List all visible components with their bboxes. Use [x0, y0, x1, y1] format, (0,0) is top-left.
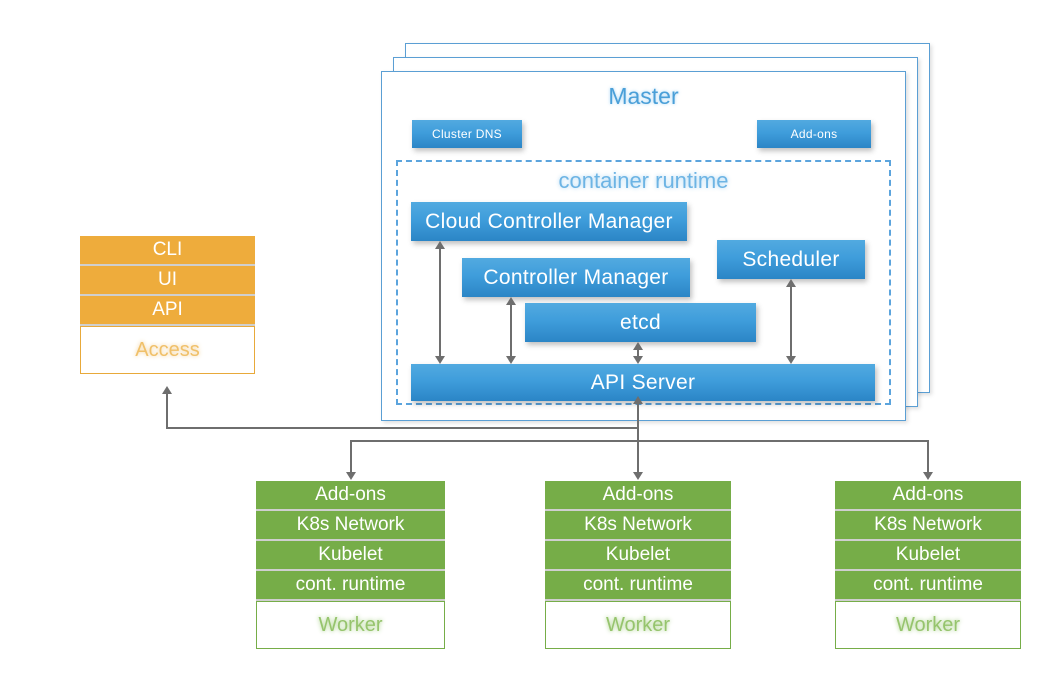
access-footer: Access	[80, 326, 255, 374]
access-footer-label: Access	[135, 338, 200, 361]
etcd-label: etcd	[620, 310, 661, 334]
worker3-footer-label: Worker	[895, 613, 961, 636]
connector-scheduler-api	[790, 287, 792, 357]
worker1-row-network[interactable]: K8s Network	[256, 511, 445, 541]
worker3-kubelet-label: Kubelet	[895, 544, 961, 565]
container-runtime-region	[396, 160, 891, 405]
worker-stack-3[interactable]: Add-ons K8s Network Kubelet cont. runtim…	[835, 481, 1021, 653]
connector-worker1-branch	[350, 440, 352, 473]
worker2-addons-label: Add-ons	[602, 484, 674, 505]
worker1-addons-label: Add-ons	[315, 484, 386, 505]
arrow-ccm-up	[435, 241, 445, 249]
worker2-row-runtime[interactable]: cont. runtime	[545, 571, 731, 601]
worker1-network-label: K8s Network	[296, 514, 405, 535]
connector-worker2-branch	[637, 440, 639, 473]
worker2-footer: Worker	[545, 601, 731, 649]
connector-cm-api	[510, 305, 512, 357]
worker1-footer: Worker	[256, 601, 445, 649]
worker1-kubelet-label: Kubelet	[318, 544, 383, 565]
connector-etcd-api	[637, 350, 639, 357]
worker2-network-label: K8s Network	[584, 514, 692, 535]
connector-api-drop	[637, 401, 639, 473]
worker3-addons-label: Add-ons	[892, 484, 964, 505]
arrow-worker2-down	[633, 472, 643, 480]
connector-ccm-api	[439, 249, 441, 357]
arrow-worker3-down	[923, 472, 933, 480]
arrow-cm-up	[506, 297, 516, 305]
worker2-footer-label: Worker	[605, 613, 671, 636]
container-runtime-label: container runtime	[558, 168, 729, 193]
worker3-network-label: K8s Network	[874, 514, 982, 535]
access-cli-label: CLI	[152, 239, 183, 260]
access-ui-label: UI	[158, 269, 177, 290]
worker3-footer: Worker	[835, 601, 1021, 649]
worker-stack-2[interactable]: Add-ons K8s Network Kubelet cont. runtim…	[545, 481, 731, 653]
access-row-cli[interactable]: CLI	[80, 236, 255, 266]
controller-manager-box[interactable]: Controller Manager	[462, 258, 690, 297]
worker2-kubelet-label: Kubelet	[605, 544, 671, 565]
scheduler-label: Scheduler	[742, 247, 840, 271]
arrow-scheduler-up	[786, 279, 796, 287]
arrow-access-up	[162, 386, 172, 394]
worker3-row-addons[interactable]: Add-ons	[835, 481, 1021, 511]
cloud-controller-manager-label: Cloud Controller Manager	[425, 209, 673, 233]
worker2-row-kubelet[interactable]: Kubelet	[545, 541, 731, 571]
bus-workers	[350, 440, 928, 442]
access-row-ui[interactable]: UI	[80, 266, 255, 296]
etcd-box[interactable]: etcd	[525, 303, 756, 342]
worker2-runtime-label: cont. runtime	[583, 574, 693, 595]
access-stack[interactable]: CLI UI API Access	[80, 236, 255, 386]
api-server-box[interactable]: API Server	[411, 364, 875, 401]
access-row-api[interactable]: API	[80, 296, 255, 326]
arrow-worker1-down	[346, 472, 356, 480]
worker1-runtime-label: cont. runtime	[295, 574, 406, 595]
bus-access	[166, 427, 639, 429]
arrow-api-bottom-up	[633, 396, 643, 404]
cloud-controller-manager-box[interactable]: Cloud Controller Manager	[411, 202, 687, 241]
master-addons-box[interactable]: Add-ons	[757, 120, 871, 148]
worker1-row-addons[interactable]: Add-ons	[256, 481, 445, 511]
worker1-row-runtime[interactable]: cont. runtime	[256, 571, 445, 601]
connector-access-riser	[166, 394, 168, 429]
worker3-row-kubelet[interactable]: Kubelet	[835, 541, 1021, 571]
scheduler-box[interactable]: Scheduler	[717, 240, 865, 279]
arrow-ccm-down	[435, 356, 445, 364]
api-server-label: API Server	[590, 370, 696, 394]
worker2-row-addons[interactable]: Add-ons	[545, 481, 731, 511]
worker3-row-runtime[interactable]: cont. runtime	[835, 571, 1021, 601]
master-addons-label: Add-ons	[790, 127, 838, 141]
connector-worker3-branch	[927, 440, 929, 473]
cluster-dns-label: Cluster DNS	[432, 127, 502, 141]
cluster-dns-box[interactable]: Cluster DNS	[412, 120, 522, 148]
controller-manager-label: Controller Manager	[483, 265, 669, 289]
worker1-row-kubelet[interactable]: Kubelet	[256, 541, 445, 571]
arrow-etcd-up	[633, 342, 643, 350]
worker3-row-network[interactable]: K8s Network	[835, 511, 1021, 541]
arrow-scheduler-down	[786, 356, 796, 364]
worker-stack-1[interactable]: Add-ons K8s Network Kubelet cont. runtim…	[256, 481, 445, 653]
worker3-runtime-label: cont. runtime	[873, 574, 983, 595]
worker2-row-network[interactable]: K8s Network	[545, 511, 731, 541]
access-api-label: API	[152, 299, 183, 320]
arrow-cm-down	[506, 356, 516, 364]
arrow-etcd-down	[633, 356, 643, 364]
worker1-footer-label: Worker	[318, 613, 383, 636]
master-title: Master	[608, 83, 679, 109]
